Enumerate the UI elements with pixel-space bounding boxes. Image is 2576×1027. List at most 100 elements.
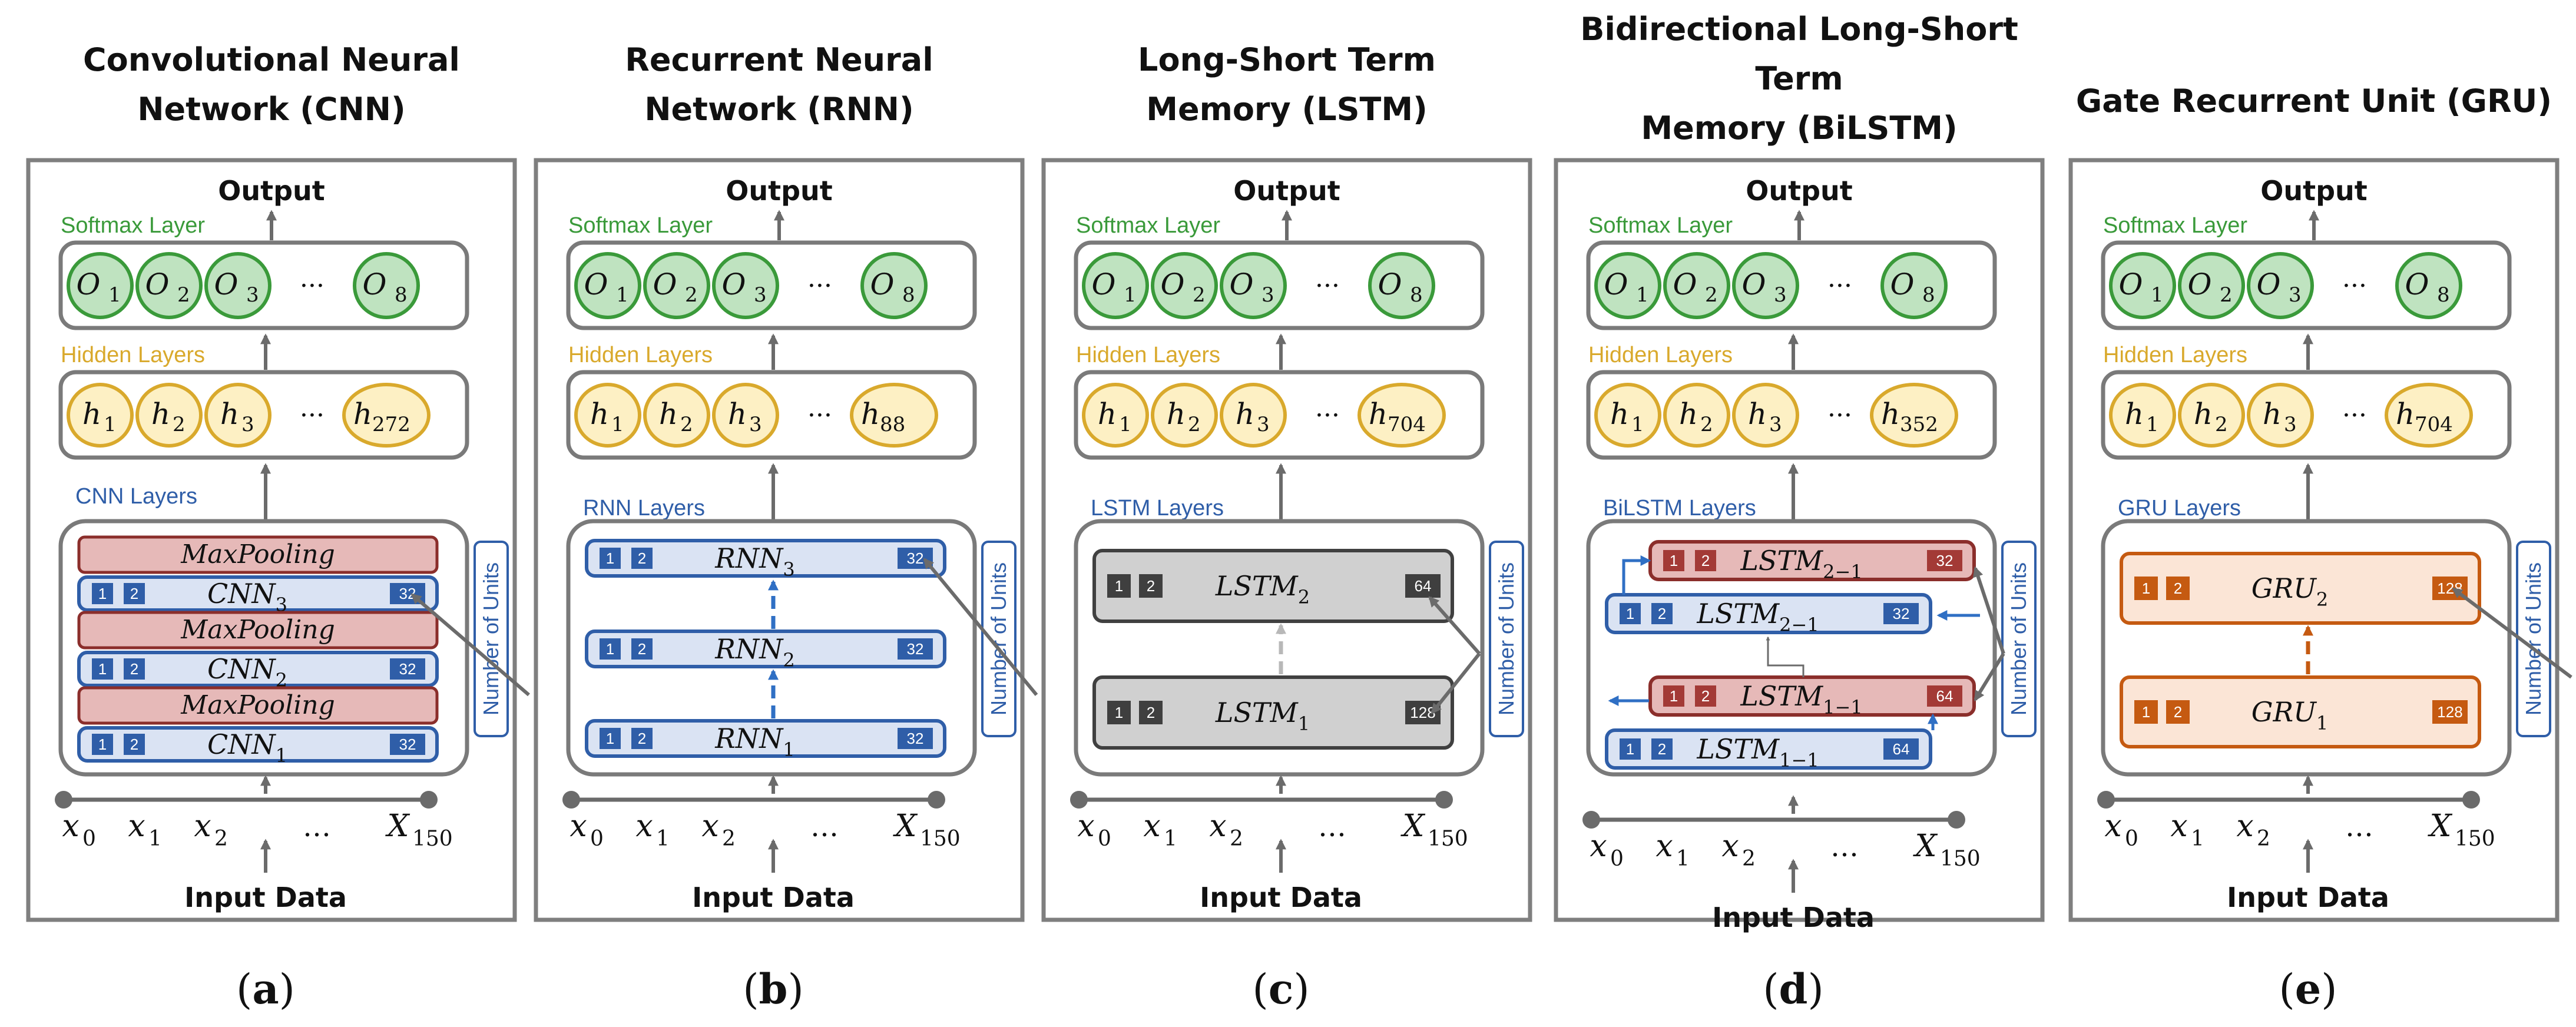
panel-frame [1554, 158, 2045, 922]
layer-block [1092, 549, 1454, 623]
input-token: x [569, 809, 587, 844]
hidden-layers-label: Hidden Layers [61, 343, 205, 367]
unit-square-label: 1 [1626, 605, 1634, 622]
number-of-units-box [2516, 541, 2551, 737]
number-of-units-box [474, 541, 509, 737]
panel-title-line: Network (RNN) [644, 91, 913, 128]
input-token: x [1209, 809, 1226, 844]
units-count-box [898, 638, 933, 660]
units-count-box [390, 734, 425, 755]
softmax-node-subscript: 8 [395, 283, 408, 307]
unit-square-label: 2 [130, 585, 138, 602]
hidden-node-label: h [151, 397, 170, 431]
softmax-node-label: O [363, 267, 387, 302]
hidden-node-label: h [220, 397, 239, 431]
layers-label: CNN Layers [75, 484, 197, 509]
softmax-node [574, 252, 641, 319]
output-label: Output [726, 175, 833, 207]
softmax-node-label: O [1742, 267, 1766, 302]
unit-square [2134, 577, 2158, 600]
input-token-subscript: 1 [1676, 847, 1690, 871]
softmax-node [1368, 252, 1435, 319]
input-token: x [1655, 829, 1673, 864]
maxpooling-label: MaxPooling [180, 615, 335, 645]
layer-name: GRU2 [2251, 572, 2329, 611]
timeline-end-dot [2462, 791, 2480, 809]
units-pointer-arrow [1428, 596, 1481, 655]
hidden-node-label: h [1748, 397, 1767, 431]
panel-caption: (d) [1763, 965, 1824, 1013]
panel-title-line: Memory (LSTM) [1146, 91, 1428, 128]
unit-square [124, 583, 145, 604]
unit-square-label: 1 [98, 736, 107, 753]
unit-square [1695, 550, 1716, 571]
unit-square-label: 2 [2174, 703, 2182, 721]
layers-label: GRU Layers [2118, 496, 2241, 521]
panel-caption: (c) [1252, 965, 1309, 1013]
input-token-subscript: 0 [2125, 827, 2138, 851]
units-count: 64 [1893, 740, 1910, 758]
layer-block [585, 630, 946, 668]
hidden-node-label: h [2263, 397, 2282, 431]
hidden-node [2247, 383, 2314, 448]
input-data-label: Input Data [1200, 882, 1362, 913]
hidden-node [1220, 383, 1287, 448]
softmax-node [2247, 252, 2314, 319]
input-token-subscript: 0 [82, 827, 96, 851]
panel-frame [26, 158, 517, 922]
input-data-label: Input Data [2227, 882, 2389, 913]
hidden-node-label: h [1369, 397, 1388, 431]
unit-square [2166, 700, 2190, 724]
unit-square [2134, 700, 2158, 724]
unit-square-label: 1 [1670, 552, 1678, 569]
softmax-node-label: O [653, 267, 677, 302]
panel-title-line: Bidirectional Long-Short [1580, 11, 2018, 48]
unit-square-label: 2 [1701, 687, 1710, 705]
layer-name: CNN1 [207, 728, 287, 767]
input-ellipsis: … [810, 810, 839, 843]
layer-name: LSTM2−1 [1696, 598, 1819, 636]
units-count-box [1883, 603, 1919, 624]
layer-name: LSTM1−1 [1696, 733, 1819, 771]
input-token-subscript: 150 [920, 827, 961, 851]
hidden-node-subscript: 3 [1257, 413, 1270, 436]
softmax-node-label: O [214, 267, 239, 302]
input-token-subscript: 150 [2455, 827, 2495, 851]
number-of-units-box [2001, 541, 2037, 737]
hidden-ellipsis: ··· [807, 400, 832, 430]
unit-square [1695, 685, 1716, 707]
hidden-node-subscript: 1 [611, 413, 624, 436]
softmax-node [204, 252, 271, 319]
panel-title-line: Long-Short Term [1138, 41, 1436, 78]
unit-square-label: 2 [1658, 605, 1666, 622]
unit-square-label: 1 [606, 730, 614, 747]
softmax-node [2178, 252, 2245, 319]
number-of-units-label: Number of Units [1494, 562, 1518, 715]
layer-name: CNN3 [207, 578, 287, 616]
unit-square [1620, 603, 1641, 624]
hidden-node-last [1870, 383, 1958, 448]
hidden-node [1151, 383, 1218, 448]
units-count-box [390, 658, 425, 680]
hidden-layers-label: Hidden Layers [568, 343, 713, 367]
softmax-node [712, 252, 779, 319]
hidden-layers-label: Hidden Layers [2103, 343, 2247, 367]
softmax-node-label: O [1604, 267, 1628, 302]
softmax-layer-label: Softmax Layer [61, 213, 205, 238]
softmax-layer-label: Softmax Layer [1588, 213, 1733, 238]
input-token: x [635, 809, 653, 844]
unit-square-label: 1 [606, 549, 614, 567]
unit-square [124, 734, 145, 755]
unit-square-label: 2 [1658, 740, 1666, 758]
hidden-node-subscript: 88 [880, 413, 905, 436]
timeline-end-dot [420, 791, 438, 809]
timeline-start-dot [1582, 811, 1600, 829]
softmax-node [860, 252, 928, 319]
softmax-node-label: O [1092, 267, 1116, 302]
number-of-units-label: Number of Units [2007, 562, 2031, 715]
unit-square [1139, 574, 1163, 598]
softmax-node [1220, 252, 1287, 319]
hidden-node-last [1357, 383, 1446, 448]
